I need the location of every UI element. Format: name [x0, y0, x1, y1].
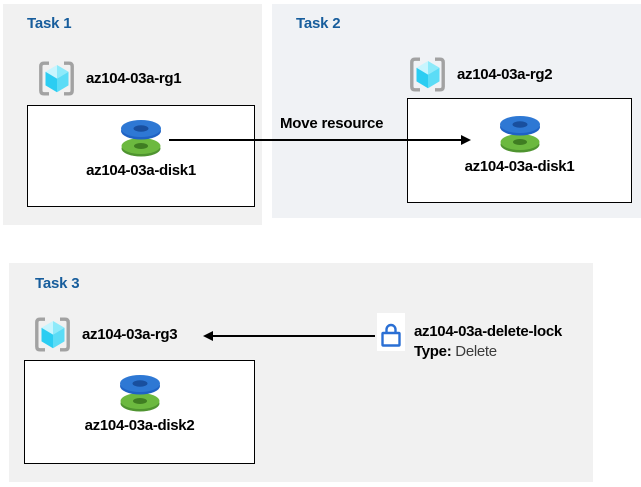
- lock-name-label: az104-03a-delete-lock: [414, 323, 562, 340]
- move-arrow-head-icon: [461, 135, 471, 145]
- disk-icon: [499, 116, 540, 153]
- disk-box-1: az104-03a-disk1: [27, 105, 255, 207]
- task-2-title: Task 2: [296, 15, 341, 32]
- cube-left-face: [41, 327, 53, 349]
- lock-type-label: Type:: [414, 343, 452, 360]
- lock-type-value: Delete: [455, 343, 497, 360]
- disk-blue-hole: [132, 380, 147, 387]
- lock-text-block: az104-03a-delete-lock Type: Delete: [414, 313, 562, 360]
- bracket-right: [60, 317, 70, 352]
- cube-top-right-face: [57, 65, 69, 79]
- disk-green-hole: [134, 143, 148, 149]
- cube-top-left-face: [45, 65, 57, 79]
- resource-group-1: az104-03a-rg1: [37, 61, 182, 96]
- resource-group-1-label: az104-03a-rg1: [86, 70, 182, 87]
- disk-icon: [121, 120, 161, 157]
- move-arrow-line: [169, 139, 462, 141]
- disk-2-label: az104-03a-disk1: [464, 158, 575, 175]
- lock-type-line: Type: Delete: [414, 343, 562, 360]
- disk-green-hole: [512, 139, 527, 145]
- resource-group-icon: [35, 317, 70, 352]
- bracket-right: [435, 57, 445, 92]
- disk-1-label: az104-03a-disk1: [86, 162, 196, 179]
- disk-box-2: az104-03a-disk1: [407, 98, 632, 203]
- task-1-title: Task 1: [27, 15, 72, 32]
- disk-box-3: az104-03a-disk2: [24, 360, 255, 464]
- delete-lock-group: az104-03a-delete-lock Type: Delete: [377, 313, 562, 360]
- bracket-left: [39, 61, 49, 96]
- resource-group-2: az104-03a-rg2: [408, 57, 553, 92]
- bracket-left: [410, 57, 420, 92]
- bracket-left: [35, 317, 45, 352]
- disk-blue-hole: [133, 125, 149, 132]
- resource-group-3: az104-03a-rg3: [33, 317, 178, 352]
- lock-shackle: [385, 323, 397, 333]
- task-1-panel: Task 1 az104-03a-rg1 az104-03a-disk1: [3, 4, 262, 225]
- lock-icon: [381, 323, 401, 347]
- disk-green-hole: [132, 398, 147, 404]
- task-3-panel: Task 3 az104-03a-rg3 az104-03a-disk2: [9, 263, 593, 482]
- lock-arrow-line: [212, 335, 375, 337]
- cube-right-face: [428, 67, 440, 89]
- cube-top-right-face: [53, 321, 65, 335]
- disk-3-label: az104-03a-disk2: [84, 417, 195, 434]
- cube-left-face: [45, 71, 57, 93]
- cube-top-right-face: [428, 61, 440, 75]
- cube-top-left-face: [416, 61, 428, 75]
- lock-arrow-head-icon: [203, 331, 213, 341]
- resource-group-2-label: az104-03a-rg2: [457, 66, 553, 83]
- cube-right-face: [53, 327, 65, 349]
- disk-blue-hole: [512, 121, 527, 128]
- lock-body: [381, 331, 401, 347]
- task-2-panel: Task 2 az104-03a-rg2 az104-03a-disk1: [272, 4, 641, 218]
- lock-icon-background: [377, 313, 405, 351]
- task-3-title: Task 3: [35, 275, 80, 292]
- resource-group-3-label: az104-03a-rg3: [82, 326, 178, 343]
- resource-group-icon: [39, 61, 74, 96]
- bracket-right: [64, 61, 74, 96]
- resource-group-icon: [410, 57, 445, 92]
- cube-right-face: [57, 71, 69, 93]
- cube-left-face: [416, 67, 428, 89]
- disk-icon: [119, 375, 160, 412]
- move-arrow-label: Move resource: [280, 115, 384, 132]
- cube-top-left-face: [41, 321, 53, 335]
